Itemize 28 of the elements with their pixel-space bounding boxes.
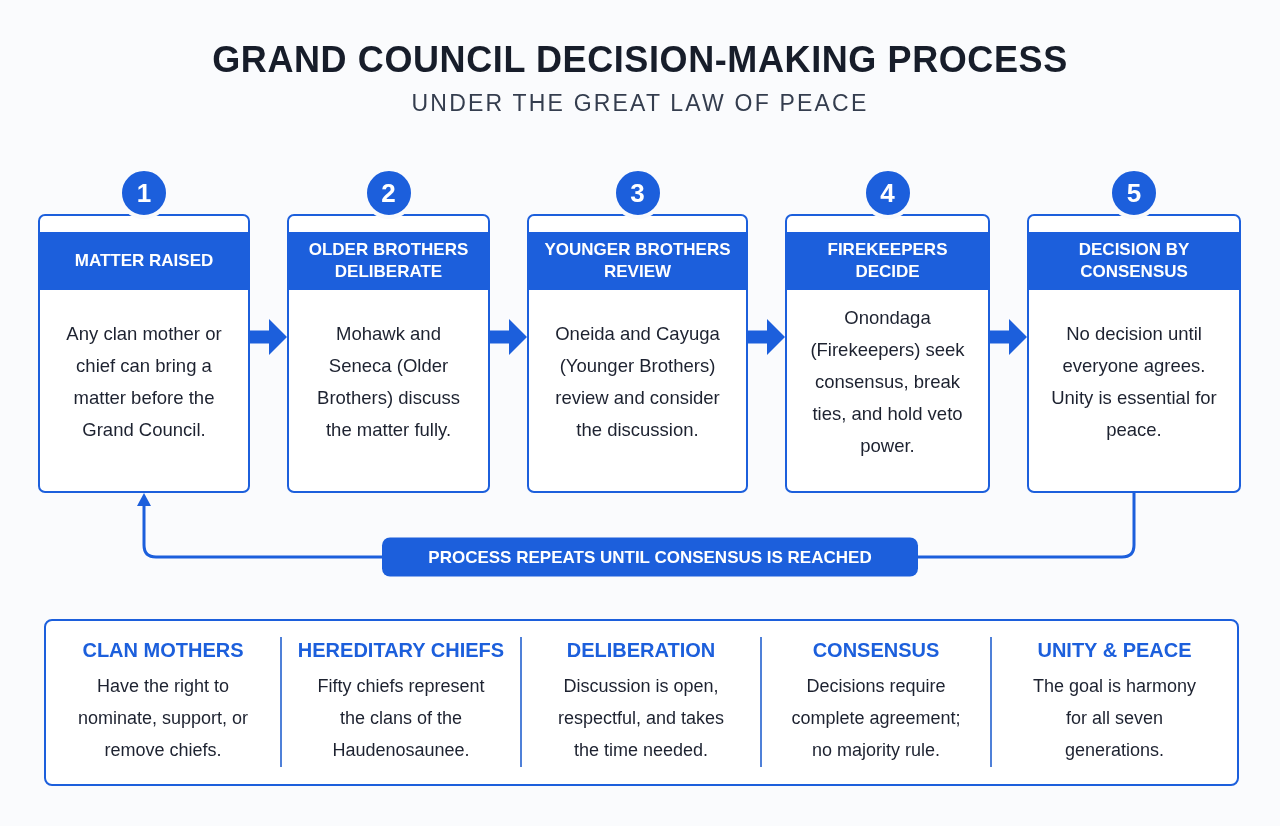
arrow — [990, 319, 1027, 355]
column-description: Decisions require complete agreement; no majority rule. — [790, 675, 962, 762]
arrow — [748, 319, 785, 355]
column-heading: CONSENSUS — [812, 638, 940, 662]
column-heading: HEREDITARY CHIEFS — [297, 638, 505, 662]
column-heading: DELIBERATION — [566, 638, 716, 662]
step-description: Oneida and Cayuga (Younger Brothers) review and consider the discussion. — [554, 321, 721, 442]
column-description: Fifty chiefs represent the clans of the Haudenosaunee. — [316, 675, 486, 762]
diagram-title: GRAND COUNCIL DECISION-MAKING PROCESS — [212, 38, 1068, 82]
column-heading: UNITY & PEACE — [1037, 638, 1192, 662]
step-header: FIREKEEPERS DECIDE — [787, 232, 988, 290]
column-description: Have the right to nominate, support, or remove chiefs. — [76, 675, 250, 762]
step-header: MATTER RAISED — [40, 232, 248, 290]
edge-label: PROCESS REPEATS UNTIL CONSENSUS IS REACHED — [382, 537, 918, 577]
step-description: No decision until everyone agrees. Unity is essential for peace. — [1050, 321, 1218, 442]
column-description: The goal is harmony for all seven generations. — [1031, 675, 1198, 762]
step-description: Mohawk and Seneca (Older Brothers) discuss the matter fully. — [316, 321, 461, 442]
column-heading: CLAN MOTHERS — [82, 638, 244, 662]
arrow — [490, 319, 527, 355]
step-header: DECISION BY CONSENSUS — [1029, 232, 1239, 290]
column-description: Discussion is open, respectful, and takes the time needed. — [556, 675, 726, 762]
step-header: YOUNGER BROTHERS REVIEW — [529, 232, 746, 290]
diagram-subtitle: UNDER THE GREAT LAW OF PEACE — [411, 89, 869, 118]
step-description: Any clan mother or chief can bring a matter before the Grand Council. — [65, 321, 223, 442]
step-header: OLDER BROTHERS DELIBERATE — [289, 232, 488, 290]
arrow — [250, 319, 287, 355]
step-description: Onondaga (Firekeepers) seek consensus, break ties, and hold veto power. — [809, 305, 966, 458]
info-panel — [44, 619, 1239, 786]
